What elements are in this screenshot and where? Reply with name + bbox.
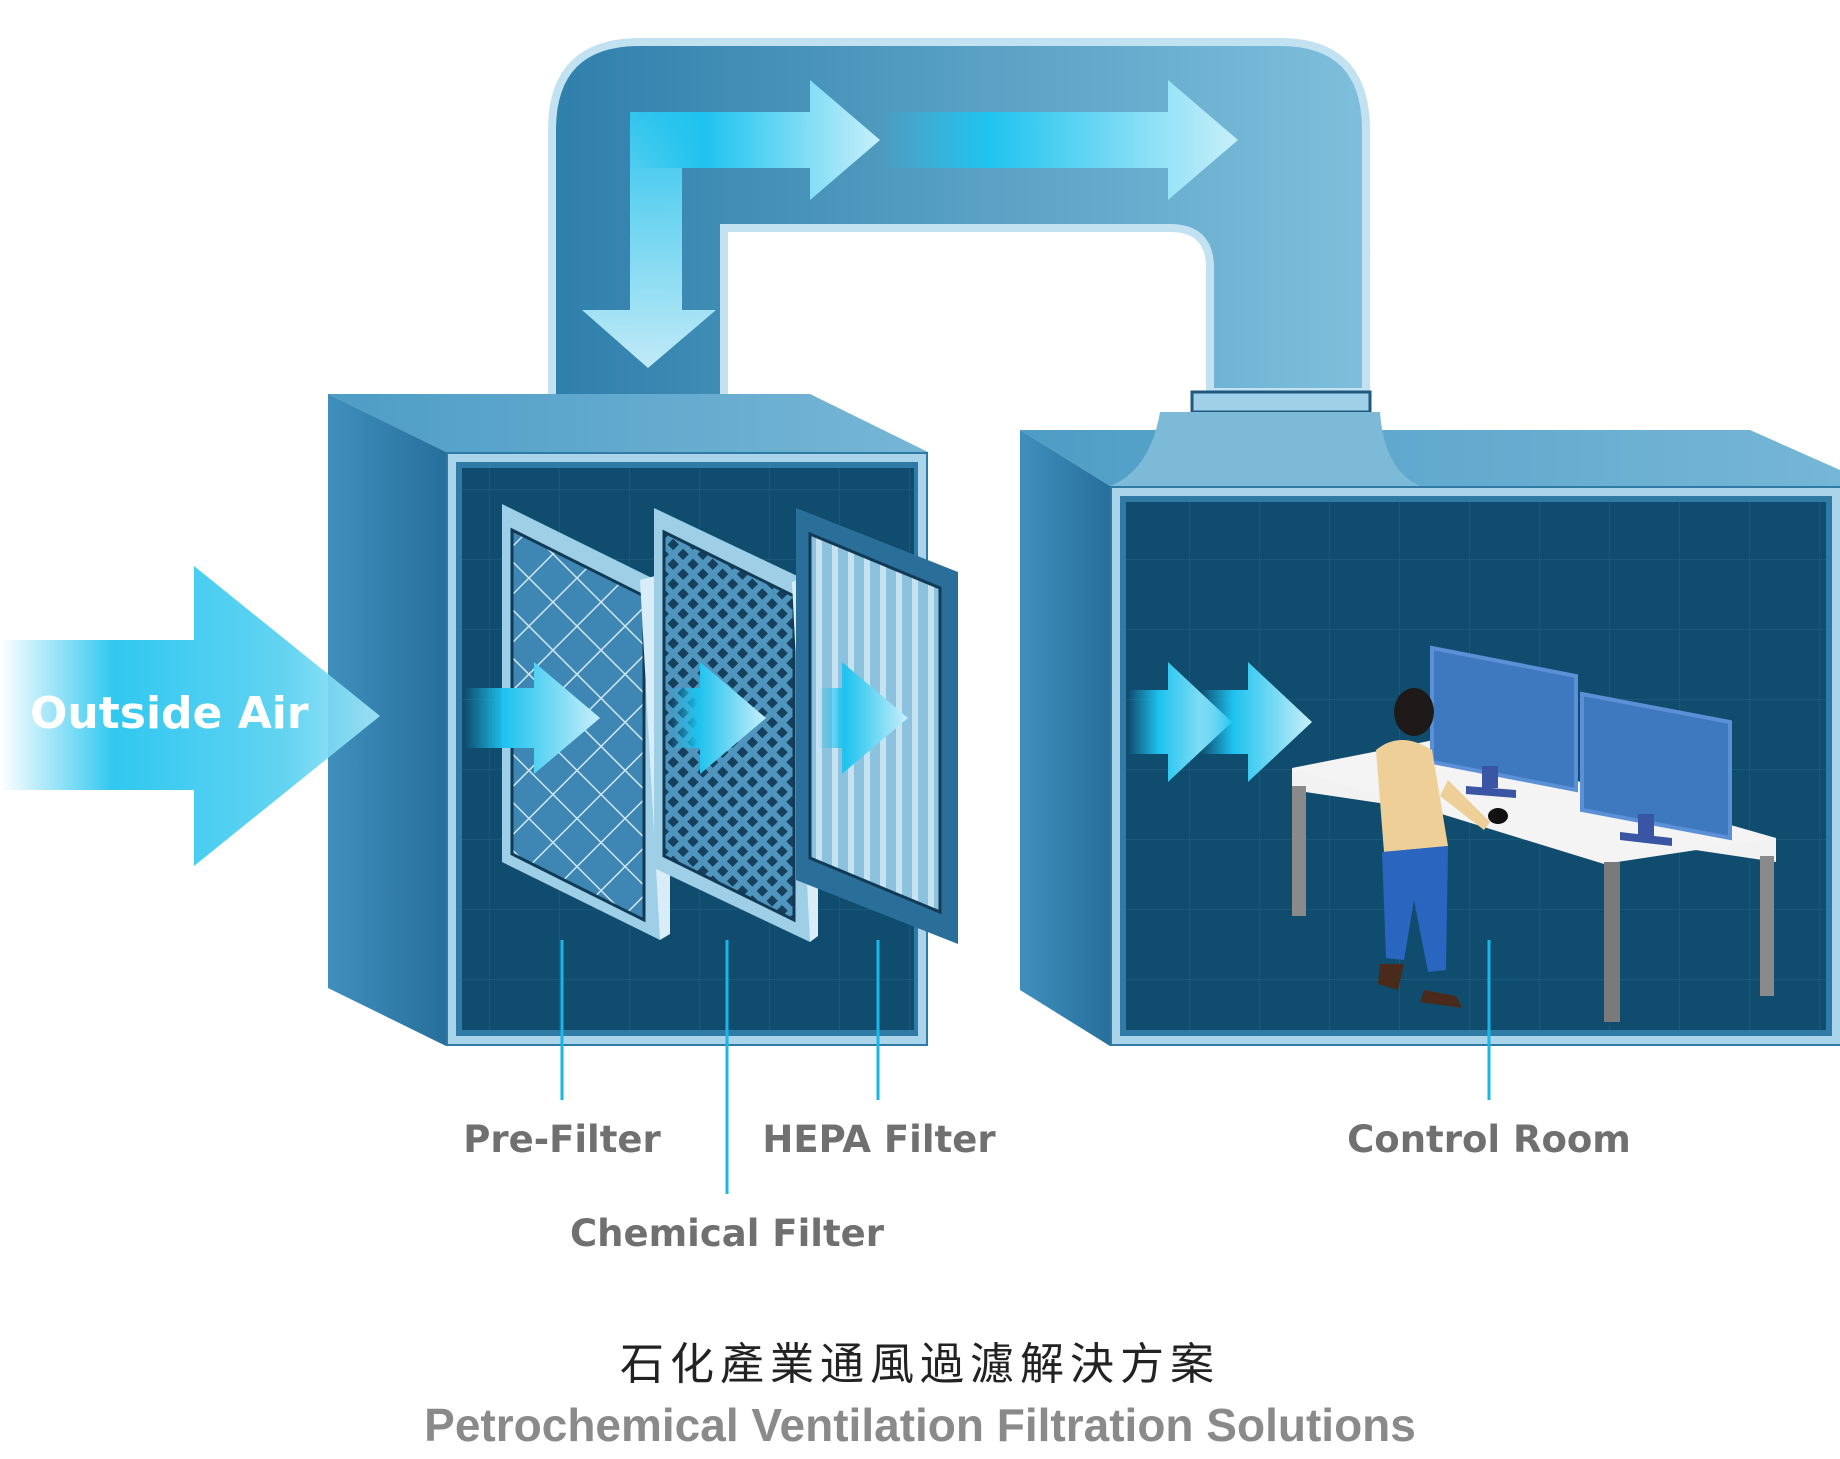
room-flow-arrows xyxy=(1128,662,1312,782)
monitor-icon-1 xyxy=(1430,645,1578,798)
monitor-icon-2 xyxy=(1580,691,1732,846)
operator-workstation xyxy=(1292,645,1776,1022)
operator-person xyxy=(1376,688,1508,1008)
outside-air-arrow-icon xyxy=(0,566,380,866)
room-arrow-icon-2 xyxy=(1200,662,1312,782)
duct-arrow-right-icon-1 xyxy=(630,80,880,200)
hepa-filter-label: HEPA Filter xyxy=(762,1118,996,1161)
duct-flow-arrows xyxy=(582,80,1238,368)
title-chinese: 石化產業通風過濾解決方案 xyxy=(620,1339,1220,1390)
flow-arrow-icon-1 xyxy=(464,662,600,774)
outside-air-label: Outside Air xyxy=(30,688,309,739)
flow-arrow-icon-2 xyxy=(670,662,766,774)
title-english: Petrochemical Ventilation Filtration Sol… xyxy=(424,1399,1416,1451)
duct-arrow-right-icon-2 xyxy=(880,80,1238,200)
room-arrow-icon-1 xyxy=(1128,662,1232,782)
pre-filter-label: Pre-Filter xyxy=(463,1118,661,1161)
flow-arrow-icon-3 xyxy=(818,662,908,774)
leader-lines xyxy=(560,940,1491,1194)
control-room-label: Control Room xyxy=(1347,1118,1631,1161)
filter-flow-arrows xyxy=(464,662,908,774)
chemical-filter-label: Chemical Filter xyxy=(570,1212,884,1255)
